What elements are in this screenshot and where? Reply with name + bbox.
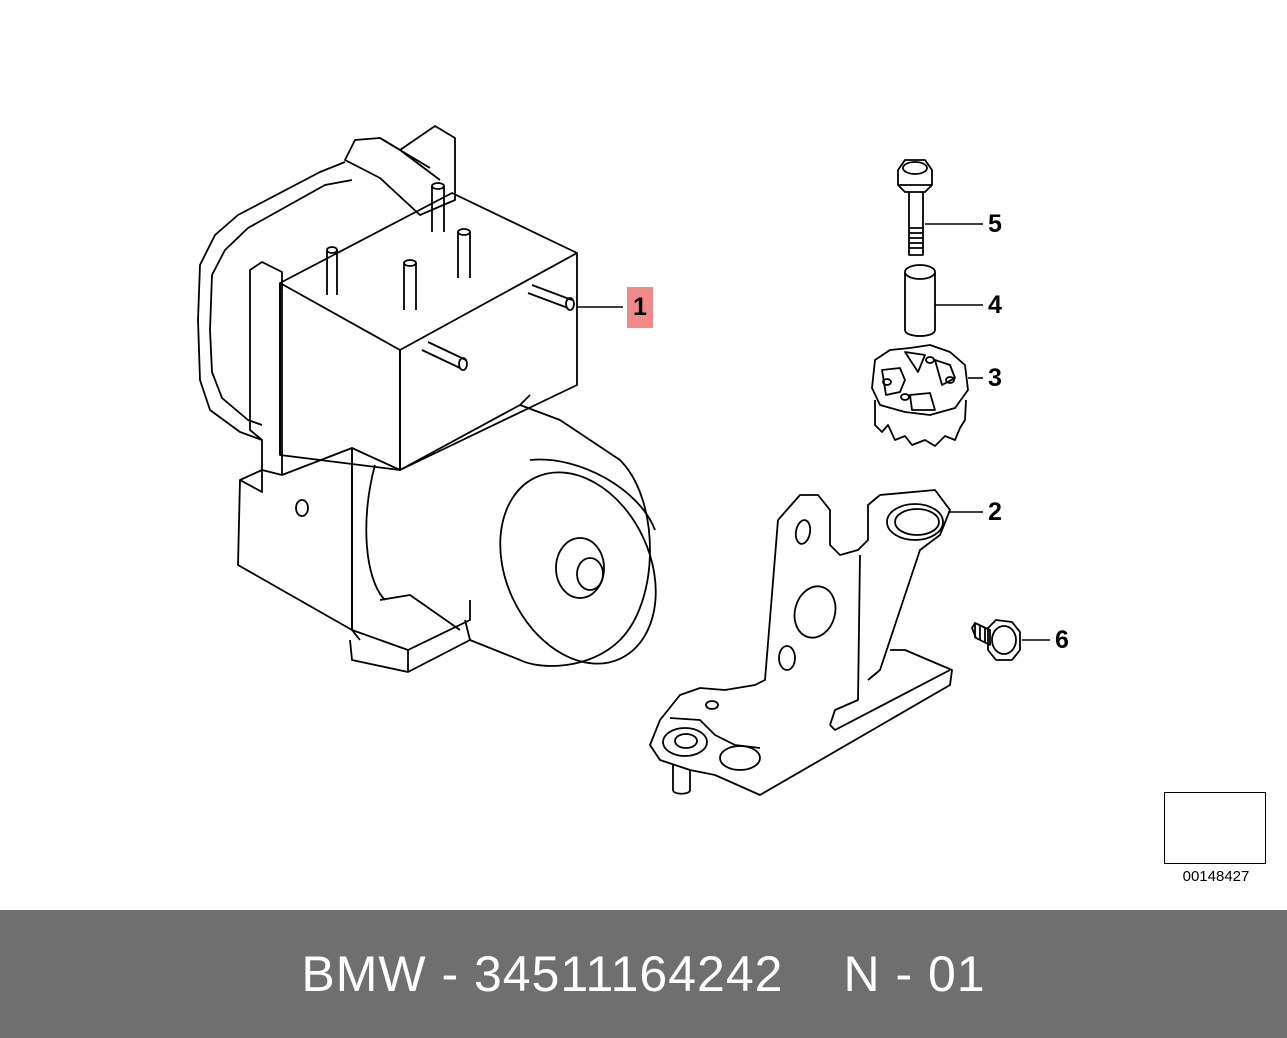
callout-2[interactable]: 2 — [988, 498, 1002, 526]
callout-6[interactable]: 6 — [1055, 626, 1069, 654]
hex-bolt-part — [897, 159, 933, 256]
hydraulic-unit-part — [197, 125, 657, 673]
callout-1[interactable]: 1 — [627, 287, 653, 328]
bushing-sleeve-part — [904, 264, 936, 337]
callout-5[interactable]: 5 — [988, 210, 1002, 238]
parts-diagram — [197, 125, 1259, 861]
small-hex-bolt-part — [971, 619, 1021, 661]
footer-bar: BMW - 34511164242 N - 01 — [0, 910, 1287, 1038]
part-number-text: BMW - 34511164242 — [301, 946, 784, 1002]
reference-code: 00148427 — [1182, 868, 1250, 885]
position-text: N - 01 — [843, 946, 986, 1002]
mounting-bracket-part — [649, 489, 953, 796]
callout-4[interactable]: 4 — [988, 291, 1002, 319]
callout-3[interactable]: 3 — [988, 364, 1002, 392]
rubber-mount-part — [871, 344, 969, 447]
reference-box — [1164, 792, 1266, 864]
